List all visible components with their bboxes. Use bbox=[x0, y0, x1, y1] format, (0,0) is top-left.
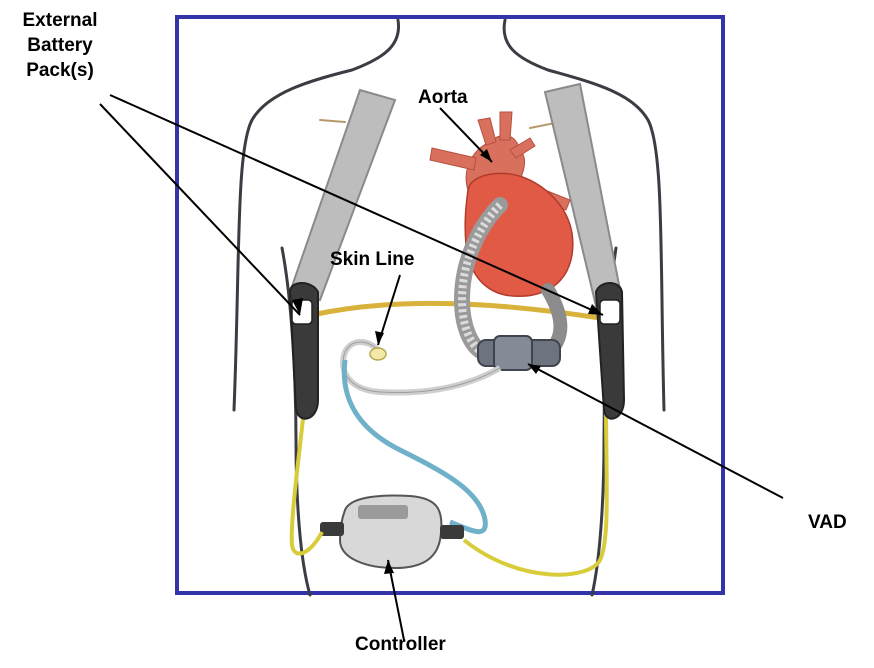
battery-pack-right bbox=[596, 283, 624, 419]
aorta-label: Aorta bbox=[418, 85, 468, 110]
harness-straps bbox=[290, 84, 622, 306]
vad-pump-icon bbox=[478, 336, 560, 370]
battery-label-line-2: Battery bbox=[8, 33, 112, 58]
controller-device-icon bbox=[320, 496, 464, 568]
skin-exit-site bbox=[370, 348, 386, 360]
battery-label-line-1: External bbox=[8, 8, 112, 33]
controller-label: Controller bbox=[355, 632, 446, 657]
skin-line-label: Skin Line bbox=[330, 247, 414, 272]
vad-label: VAD bbox=[808, 510, 847, 535]
battery-cables bbox=[292, 400, 607, 575]
pointer-lines bbox=[100, 95, 783, 640]
battery-pack-label: External Battery Pack(s) bbox=[8, 8, 112, 83]
inflow-cannula bbox=[548, 290, 560, 345]
battery-label-line-3: Pack(s) bbox=[8, 58, 112, 83]
